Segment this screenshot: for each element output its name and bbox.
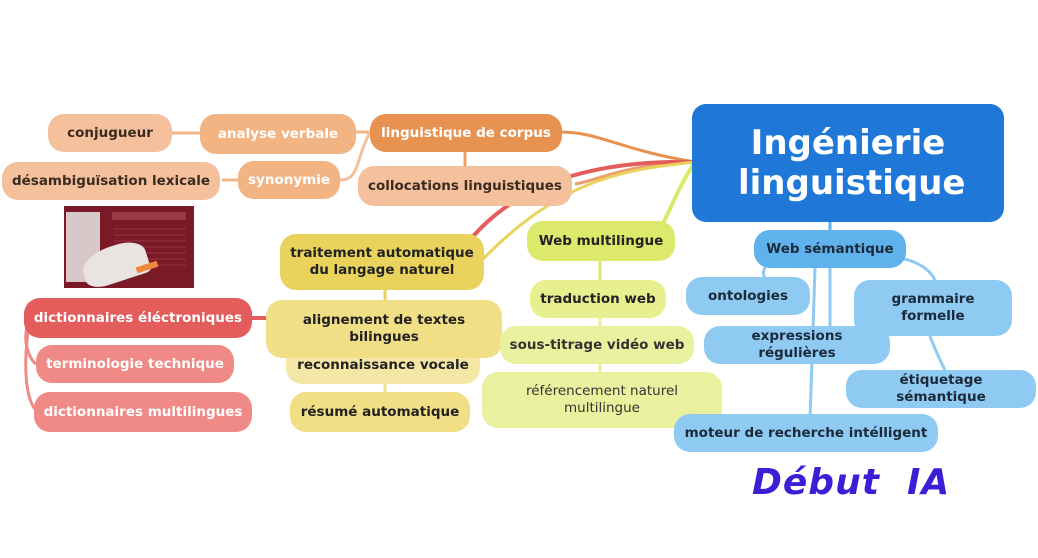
node-traitement-automatique[interactable]: traitement automatique du langage nature… xyxy=(280,234,484,290)
node-analyse-verbale[interactable]: analyse verbale xyxy=(200,114,356,154)
node-alignement-textes[interactable]: alignement de textes bilingues xyxy=(266,300,502,358)
node-moteur-recherche[interactable]: moteur de recherche intélligent xyxy=(674,414,938,452)
node-dictionnaires-multilingues[interactable]: dictionnaires multilingues xyxy=(34,392,252,432)
node-synonymie[interactable]: synonymie xyxy=(238,161,340,199)
node-linguistique-corpus[interactable]: linguistique de corpus xyxy=(370,114,562,152)
node-terminologie-technique[interactable]: terminologie technique xyxy=(36,345,234,383)
node-dictionnaires-electroniques[interactable]: dictionnaires éléctroniques xyxy=(24,298,252,338)
node-web-multilingue[interactable]: Web multilingue xyxy=(527,221,675,261)
book-cover-thumbnail xyxy=(64,206,194,288)
node-expressions-regulieres[interactable]: expressions régulières xyxy=(704,326,890,364)
caption-debut-ia: Début IA xyxy=(752,462,951,503)
node-sous-titrage-video[interactable]: sous-titrage vidéo web xyxy=(500,326,694,364)
node-collocations-linguistiques[interactable]: collocations linguistiques xyxy=(358,166,572,206)
node-traduction-web[interactable]: traduction web xyxy=(530,280,666,318)
node-conjugueur[interactable]: conjugueur xyxy=(48,114,172,152)
node-ontologies[interactable]: ontologies xyxy=(686,277,810,315)
node-resume-automatique[interactable]: résumé automatique xyxy=(290,392,470,432)
central-node[interactable]: Ingénierie linguistique xyxy=(692,104,1004,222)
node-desambiguisation-lexicale[interactable]: désambiguïsation lexicale xyxy=(2,162,220,200)
node-etiquetage-semantique[interactable]: étiquetage sémantique xyxy=(846,370,1036,408)
node-web-semantique[interactable]: Web sémantique xyxy=(754,230,906,268)
node-grammaire-formelle[interactable]: grammaire formelle xyxy=(854,280,1012,336)
